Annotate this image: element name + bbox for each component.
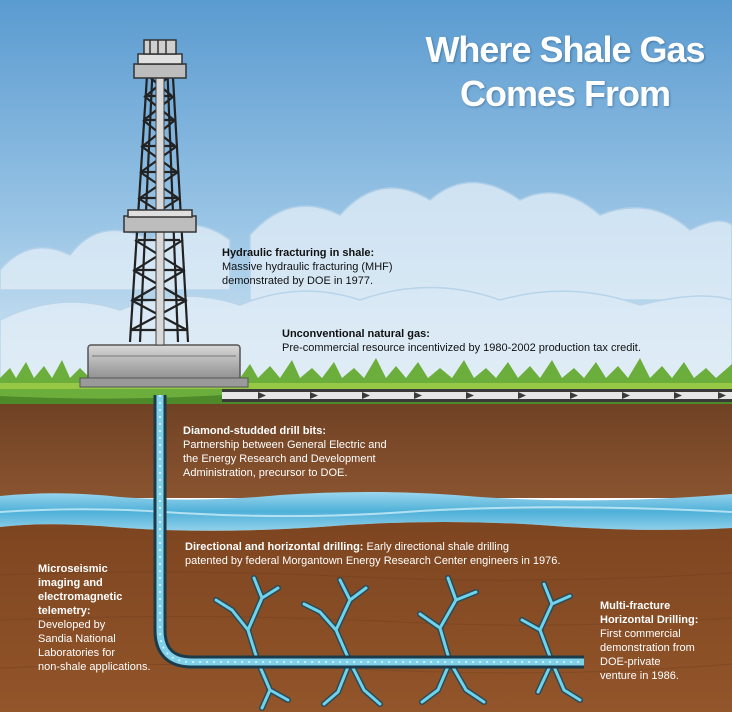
annotation-text: demonstration from [600,642,695,654]
annotation-text: patented by federal Morgantown Energy Re… [185,555,561,567]
annotation-heading: electromagnetic [38,591,123,603]
title-line-2: Comes From [459,73,671,114]
annotation-unconventional-gas: Unconventional natural gas: Pre-commerci… [282,327,722,355]
annotation-text-line: Directional and horizontal drilling: Ear… [185,540,655,554]
upper-soil [0,388,732,498]
annotation-text: Partnership between General Electric and [183,439,387,451]
annotation-text: venture in 1986. [600,670,679,682]
annotation-hydraulic-fracturing: Hydraulic fracturing in shale: Massive h… [222,246,442,288]
annotation-heading: Directional and horizontal drilling: [185,541,364,553]
annotation-text: DOE-private [600,656,661,668]
annotation-heading: Diamond-studded drill bits: [183,425,326,437]
title-line-1: Where Shale Gas [425,29,705,70]
annotation-text: Sandia National [38,633,116,645]
annotation-text: Pre-commercial resource incentivized by … [282,342,641,354]
annotation-text: the Energy Research and Development [183,453,376,465]
annotation-text: Administration, precursor to DOE. [183,467,348,479]
water-layer [0,491,732,531]
annotation-text: Laboratories for [38,647,116,659]
annotation-text: Developed by [38,619,106,631]
drill-pipe [155,54,165,346]
annotation-text: demonstrated by DOE in 1977. [222,275,374,287]
annotation-heading: Horizontal Drilling: [600,614,699,626]
annotation-multi-fracture: Multi-fracture Horizontal Drilling: Firs… [600,599,725,683]
annotation-heading: Hydraulic fracturing in shale: [222,247,375,259]
annotation-text: Massive hydraulic fracturing (MHF) [222,261,393,273]
annotation-diamond-drill-bits: Diamond-studded drill bits: Partnership … [183,424,433,480]
annotation-text: Early directional shale drilling [366,541,509,553]
annotation-heading: Multi-fracture [600,600,671,612]
annotation-directional-drilling: Directional and horizontal drilling: Ear… [185,540,655,568]
rig-pad [79,344,249,388]
fracture-network-fill [214,576,582,710]
annotation-microseismic: Microseismic imaging and electromagnetic… [38,562,188,674]
shale-texture [0,571,732,674]
annotation-text: non-shale applications. [38,661,151,673]
annotation-heading: Microseismic [38,563,108,575]
page-title: Where Shale Gas Comes From [400,28,730,116]
annotation-heading: imaging and [38,577,103,589]
annotation-text: First commercial [600,628,681,640]
annotation-heading: Unconventional natural gas: [282,328,430,340]
surface-pipeline [222,389,732,402]
derrick-platforms [123,39,197,233]
annotation-heading: telemetry: [38,605,91,617]
